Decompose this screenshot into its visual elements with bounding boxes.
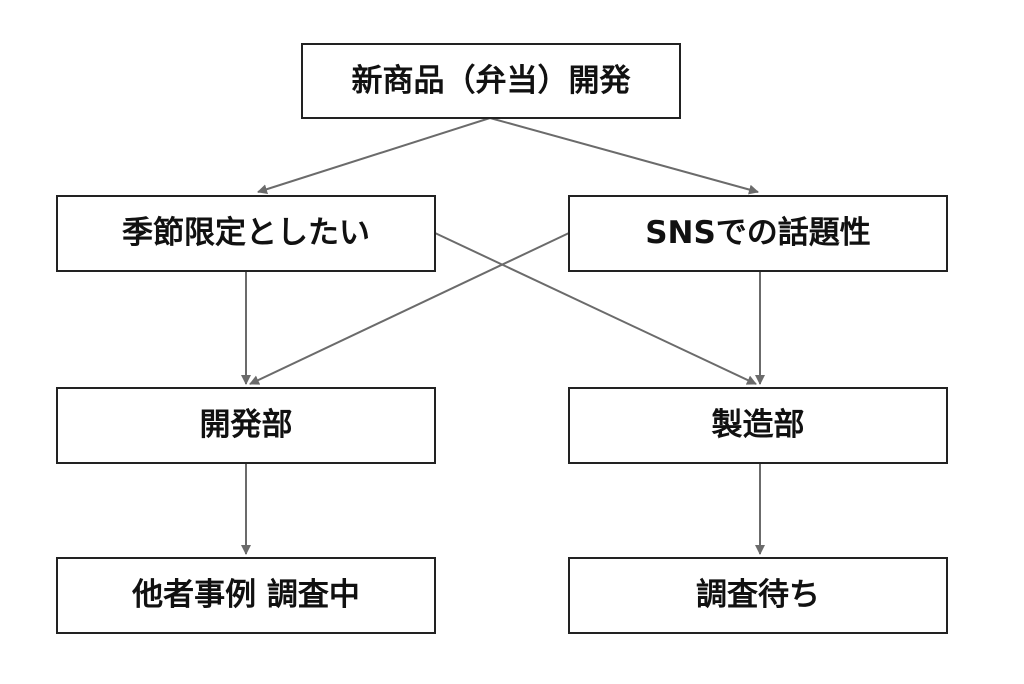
edge-root-to-sns: [489, 117, 759, 195]
edge-sns-to-dev-dept: [249, 232, 570, 385]
edges: [241, 117, 765, 555]
node-mfg-dept: 製造部: [568, 387, 948, 464]
node-dev-status-label: 他者事例 調査中: [131, 577, 360, 613]
edge-seasonal-to-mfg-dept: [434, 232, 757, 385]
node-sns-label: SNSでの話題性: [645, 215, 871, 251]
node-mfg-status: 調査待ち: [568, 557, 948, 634]
node-dev-status: 他者事例 調査中: [56, 557, 436, 634]
node-mfg-status-label: 調査待ち: [696, 577, 820, 613]
node-root-label: 新商品（弁当）開発: [352, 63, 632, 99]
node-dev-dept-label: 開発部: [200, 407, 293, 443]
edge-root-to-seasonal: [257, 117, 491, 195]
node-seasonal: 季節限定としたい: [56, 195, 436, 272]
node-dev-dept: 開発部: [56, 387, 436, 464]
node-mfg-dept-label: 製造部: [712, 407, 805, 443]
node-sns: SNSでの話題性: [568, 195, 948, 272]
node-root: 新商品（弁当）開発: [301, 43, 681, 119]
node-seasonal-label: 季節限定としたい: [122, 215, 370, 251]
